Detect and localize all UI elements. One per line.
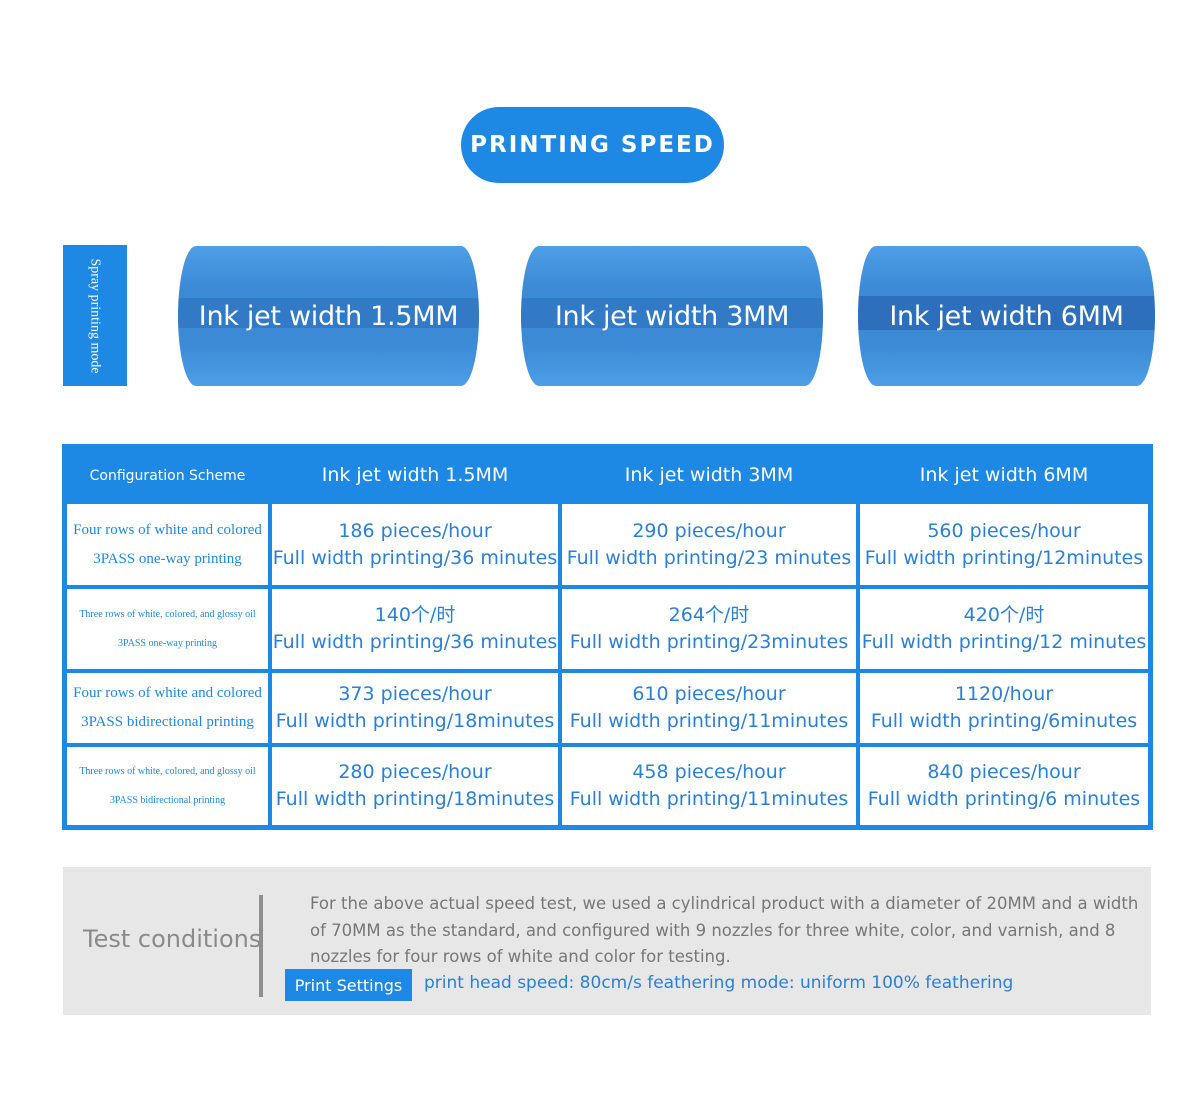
row-label: Four rows of white and colored 3PASS bid…	[65, 671, 270, 745]
test-conditions-paragraph: For the above actual speed test, we used…	[310, 894, 1139, 966]
speed-time: Full width printing/12 minutes	[861, 631, 1147, 653]
speed-cell: 140个/时 Full width printing/36 minutes	[270, 587, 560, 671]
speed-rate: 373 pieces/hour	[338, 683, 492, 705]
row-label-line-2: 3PASS bidirectional printing	[81, 714, 254, 730]
speed-rate: 420个/时	[963, 604, 1045, 626]
speed-cell: 290 pieces/hour Full width printing/23 m…	[560, 502, 858, 587]
speed-time: Full width printing/36 minutes	[272, 546, 558, 569]
print-settings-label: Print Settings	[285, 969, 412, 1001]
test-conditions-panel: Test conditions For the above actual spe…	[63, 867, 1151, 1015]
speed-rate: 186 pieces/hour	[338, 519, 492, 542]
header-ink-jet-1-5mm: Ink jet width 1.5MM	[321, 463, 509, 486]
speed-rate: 458 pieces/hour	[632, 761, 786, 783]
speed-cell: 1120/hour Full width printing/6minutes	[858, 671, 1150, 745]
table-header-row: Configuration Scheme Ink jet width 1.5MM…	[65, 447, 1150, 502]
speed-time: Full width printing/11minutes	[569, 788, 849, 810]
cylinder-3mm: Ink jet width 3MM	[521, 246, 823, 386]
speed-time: Full width printing/12minutes	[864, 546, 1144, 569]
header-ink-jet-3mm: Ink jet width 3MM	[624, 463, 794, 486]
speed-cell: 373 pieces/hour Full width printing/18mi…	[270, 671, 560, 745]
speed-cell: 560 pieces/hour Full width printing/12mi…	[858, 502, 1150, 587]
table-row: Three rows of white, colored, and glossy…	[65, 745, 1150, 827]
speed-rate: 264个/时	[668, 604, 750, 626]
speed-rate: 280 pieces/hour	[338, 761, 492, 783]
printing-speed-table: Configuration Scheme Ink jet width 1.5MM…	[62, 444, 1153, 830]
divider	[259, 895, 263, 997]
row-label-line-1: Three rows of white, colored, and glossy…	[79, 766, 256, 777]
speed-cell: 610 pieces/hour Full width printing/11mi…	[560, 671, 858, 745]
cylinder-6mm: Ink jet width 6MM	[858, 246, 1155, 386]
speed-time: Full width printing/18minutes	[275, 710, 555, 732]
speed-rate: 290 pieces/hour	[632, 519, 786, 542]
row-label: Three rows of white, colored, and glossy…	[65, 587, 270, 671]
cylinder-band	[858, 296, 1155, 330]
speed-cell: 186 pieces/hour Full width printing/36 m…	[270, 502, 560, 587]
speed-time: Full width printing/6 minutes	[867, 788, 1141, 810]
speed-rate: 560 pieces/hour	[927, 519, 1081, 542]
header-ink-jet-6mm: Ink jet width 6MM	[919, 463, 1089, 486]
speed-cell: 458 pieces/hour Full width printing/11mi…	[560, 745, 858, 827]
row-label-line-2: 3PASS one-way printing	[93, 550, 242, 567]
speed-time: Full width printing/18minutes	[275, 788, 555, 810]
cylinder-label: Ink jet width 3MM	[554, 300, 790, 332]
cylinder-band	[521, 298, 823, 328]
row-label-line-1: Three rows of white, colored, and glossy…	[79, 609, 256, 620]
speed-rate: 140个/时	[374, 604, 456, 626]
speed-cell: 840 pieces/hour Full width printing/6 mi…	[858, 745, 1150, 827]
header-configuration-scheme: Configuration Scheme	[89, 467, 246, 484]
speed-rate: 1120/hour	[954, 683, 1054, 705]
mode-label-text: Spray printing mode	[88, 257, 104, 374]
row-label: Three rows of white, colored, and glossy…	[65, 745, 270, 827]
speed-time: Full width printing/23 minutes	[566, 546, 852, 569]
test-conditions-heading: Test conditions	[83, 925, 262, 953]
speed-rate: 610 pieces/hour	[632, 683, 786, 705]
page-title: PRINTING SPEED	[461, 107, 724, 183]
cylinder-label: Ink jet width 1.5MM	[198, 300, 459, 332]
speed-cell: 280 pieces/hour Full width printing/18mi…	[270, 745, 560, 827]
speed-time: Full width printing/36 minutes	[272, 631, 558, 653]
cylinder-label: Ink jet width 6MM	[889, 300, 1124, 332]
table-row: Four rows of white and colored 3PASS bid…	[65, 671, 1150, 745]
table-row: Three rows of white, colored, and glossy…	[65, 587, 1150, 671]
spray-printing-mode-label: Spray printing mode	[63, 245, 127, 386]
print-settings-text: print head speed: 80cm/s feathering mode…	[424, 973, 1014, 993]
speed-rate: 840 pieces/hour	[927, 761, 1081, 783]
speed-cell: 420个/时 Full width printing/12 minutes	[858, 587, 1150, 671]
row-label-line-2: 3PASS one-way printing	[117, 638, 218, 649]
cylinder-band	[178, 298, 479, 328]
speed-time: Full width printing/23minutes	[569, 631, 849, 653]
row-label: Four rows of white and colored 3PASS one…	[65, 502, 270, 587]
cylinder-1-5mm: Ink jet width 1.5MM	[178, 246, 479, 386]
table-row: Four rows of white and colored 3PASS one…	[65, 502, 1150, 587]
row-label-line-1: Four rows of white and colored	[73, 521, 262, 538]
speed-time: Full width printing/11minutes	[569, 710, 849, 732]
row-label-line-1: Four rows of white and colored	[73, 685, 262, 701]
speed-time: Full width printing/6minutes	[870, 710, 1138, 732]
row-label-line-2: 3PASS bidirectional printing	[109, 795, 226, 806]
speed-cell: 264个/时 Full width printing/23minutes	[560, 587, 858, 671]
